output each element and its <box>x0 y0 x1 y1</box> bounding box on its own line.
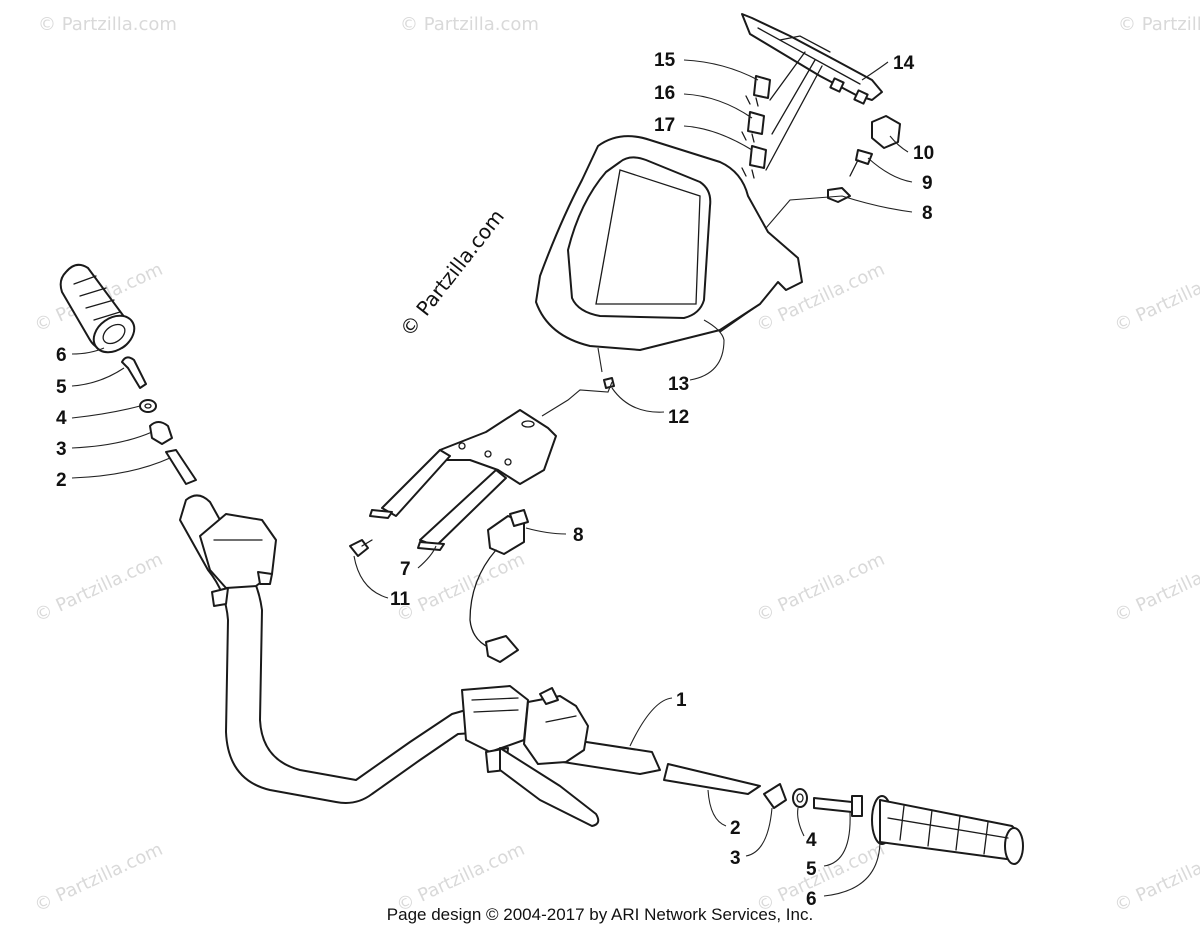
left-switch-housing <box>199 513 277 607</box>
callout-6-right: 6 <box>806 889 817 910</box>
callout-12: 12 <box>668 407 689 428</box>
callout-4-right: 4 <box>806 830 817 851</box>
callout-6-left: 6 <box>56 345 67 366</box>
callout-14: 14 <box>893 53 915 74</box>
watermark-text: © Partzilla.com <box>31 549 166 627</box>
part-7-bracket <box>369 409 557 551</box>
callout-15: 15 <box>654 50 676 71</box>
watermark-text: © Partzilla.com <box>753 549 888 627</box>
callout-11: 11 <box>390 589 411 610</box>
callout-8-mid: 8 <box>573 525 584 546</box>
right-brake-assembly <box>461 685 600 827</box>
part-11-rivet <box>349 539 373 557</box>
watermark-text: © Partzilla.com <box>1118 14 1200 35</box>
callout-13: 13 <box>668 374 689 395</box>
watermark-text: © Partzilla.com <box>400 14 539 35</box>
part-6-right-grip <box>871 795 1024 865</box>
part-4-left-washer <box>139 399 157 413</box>
part-16-bulb <box>741 111 765 143</box>
part-5-left-bolt <box>121 356 147 389</box>
callout-17: 17 <box>654 115 675 136</box>
part-8-top-ring <box>827 187 851 203</box>
watermark-text: © Partzilla.com <box>31 839 166 917</box>
part-3-left-endcap <box>149 421 173 445</box>
watermark-text: © Partzilla.com <box>1111 259 1200 337</box>
callout-1: 1 <box>676 690 687 711</box>
page-design-credit: Page design © 2004-2017 by ARI Network S… <box>387 905 813 924</box>
part-8-indicator-harness <box>469 509 529 663</box>
callout-5-left: 5 <box>56 377 67 398</box>
part-6-left-grip <box>59 263 136 354</box>
part-4-right-washer <box>792 788 808 808</box>
callout-3-right: 3 <box>730 848 741 869</box>
part-14-visor <box>741 13 883 105</box>
part-2-right-sleeve <box>663 763 761 795</box>
part-17-bulb <box>741 145 767 179</box>
watermark-text: © Partzilla.com <box>1111 839 1200 917</box>
callout-4-left: 4 <box>56 408 67 429</box>
callout-2-left: 2 <box>56 470 67 491</box>
callout-5-right: 5 <box>806 859 817 880</box>
callout-2-right: 2 <box>730 818 741 839</box>
watermark-center: © Partzilla.com <box>395 205 509 341</box>
part-12-clip <box>603 377 615 389</box>
callout-8-top: 8 <box>922 203 933 224</box>
part-2-left-sleeve <box>165 449 197 485</box>
callout-16: 16 <box>654 83 675 104</box>
part-3-right-endcap <box>763 783 787 809</box>
watermark-text: © Partzilla.com <box>38 14 177 35</box>
callouts: 15 16 17 14 10 9 8 13 12 8 7 11 6 5 4 3 … <box>56 50 934 910</box>
callout-9: 9 <box>922 173 933 194</box>
part-13-dash-housing <box>535 135 803 351</box>
leader-lines <box>71 59 913 897</box>
bulb-wires <box>765 51 823 171</box>
callout-3-left: 3 <box>56 439 67 460</box>
callout-7: 7 <box>400 559 411 580</box>
watermark-text: © Partzilla.com <box>393 549 528 627</box>
part-5-right-bolt <box>813 795 863 817</box>
callout-10: 10 <box>913 143 934 164</box>
watermark-text: © Partzilla.com <box>1111 549 1200 627</box>
part-9-key <box>849 149 873 177</box>
part-15-bulb <box>745 75 771 107</box>
